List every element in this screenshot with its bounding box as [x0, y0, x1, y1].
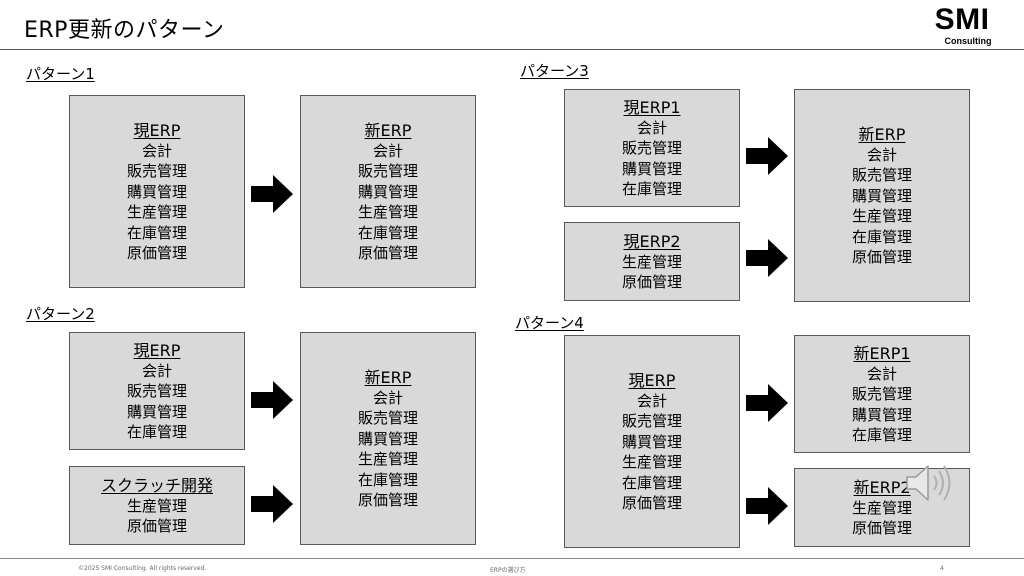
- pattern2-scratch-dev-box: スクラッチ開発 生産管理 原価管理: [69, 466, 245, 545]
- box-item: 販売管理: [357, 409, 418, 427]
- slide-title: ERP更新のパターン: [24, 18, 225, 43]
- box-heading: 現ERP: [628, 370, 676, 390]
- box-heading: 現ERP2: [623, 231, 681, 251]
- pattern3-new-erp-box: 新ERP 会計 販売管理 購買管理 生産管理 在庫管理 原価管理: [794, 89, 970, 302]
- pattern2-current-erp-box: 現ERP 会計 販売管理 購買管理 在庫管理: [69, 332, 245, 450]
- box-item: 購買管理: [851, 405, 912, 424]
- box-item: 在庫管理: [357, 470, 418, 489]
- box-item: 販売管理: [126, 162, 187, 180]
- pattern3-current-erp2-box: 現ERP2 生産管理 原価管理: [564, 222, 740, 301]
- box-item: 在庫管理: [357, 223, 418, 242]
- pattern1-label: パターン1: [26, 65, 95, 83]
- box-item: 販売管理: [621, 139, 682, 157]
- box-item: 生産管理: [851, 498, 912, 517]
- logo-main-text: SMI: [934, 3, 990, 36]
- speaker-icon[interactable]: [904, 460, 956, 506]
- box-item: 会計: [866, 364, 897, 383]
- header-divider: [0, 49, 1024, 50]
- box-item: 生産管理: [126, 203, 187, 221]
- right-arrow-icon: [746, 239, 788, 277]
- box-item: 会計: [636, 118, 667, 137]
- box-item: 会計: [636, 391, 667, 410]
- box-item: 在庫管理: [851, 426, 912, 444]
- box-heading: 現ERP: [133, 340, 181, 360]
- pattern3-current-erp1-box: 現ERP1 会計 販売管理 購買管理 在庫管理: [564, 89, 740, 207]
- pattern1-current-erp-box: 現ERP 会計 販売管理 購買管理 生産管理 在庫管理 原価管理: [69, 95, 245, 288]
- box-item: 生産管理: [851, 207, 912, 225]
- right-arrow-icon: [251, 381, 293, 419]
- box-item: 購買管理: [621, 432, 682, 451]
- box-item: 原価管理: [621, 273, 682, 291]
- box-item: 在庫管理: [621, 180, 682, 198]
- box-item: 会計: [141, 361, 172, 380]
- box-item: 生産管理: [621, 252, 682, 271]
- pattern1-new-erp-box: 新ERP 会計 販売管理 購買管理 生産管理 在庫管理 原価管理: [300, 95, 476, 288]
- box-item: 生産管理: [126, 496, 187, 515]
- box-item: 在庫管理: [851, 227, 912, 246]
- company-logo: SMI Consulting: [922, 3, 1002, 47]
- box-item: 購買管理: [621, 159, 682, 178]
- pattern3-label: パターン3: [520, 62, 589, 80]
- right-arrow-icon: [251, 175, 293, 213]
- box-heading: 新ERP: [364, 120, 412, 140]
- box-item: 原価管理: [851, 519, 912, 537]
- box-heading: スクラッチ開発: [100, 475, 213, 495]
- footer-page-number: 4: [940, 565, 944, 572]
- pattern4-new-erp1-box: 新ERP1 会計 販売管理 購買管理 在庫管理: [794, 335, 970, 453]
- box-item: 会計: [141, 141, 172, 160]
- box-item: 生産管理: [357, 450, 418, 468]
- box-item: 販売管理: [126, 382, 187, 400]
- box-item: 生産管理: [357, 203, 418, 221]
- box-item: 購買管理: [851, 186, 912, 205]
- box-heading: 新ERP: [858, 124, 906, 144]
- box-item: 購買管理: [357, 182, 418, 201]
- box-heading: 現ERP: [133, 120, 181, 140]
- box-item: 原価管理: [357, 244, 418, 262]
- box-heading: 新ERP2: [853, 477, 911, 497]
- box-item: 会計: [372, 388, 403, 407]
- box-item: 原価管理: [126, 244, 187, 262]
- pattern4-current-erp-box: 現ERP 会計 販売管理 購買管理 生産管理 在庫管理 原価管理: [564, 335, 740, 548]
- box-item: 購買管理: [357, 429, 418, 448]
- box-item: 販売管理: [851, 166, 912, 184]
- footer-center-text: ERPの選び方: [490, 567, 526, 574]
- box-item: 原価管理: [357, 491, 418, 509]
- pattern4-label: パターン4: [515, 314, 584, 332]
- box-item: 販売管理: [357, 162, 418, 180]
- box-item: 原価管理: [621, 494, 682, 512]
- footer-copyright: ©2025 SMI Consulting. All rights reserve…: [78, 565, 207, 572]
- box-item: 原価管理: [851, 248, 912, 266]
- box-heading: 新ERP1: [853, 343, 911, 363]
- box-item: 在庫管理: [126, 423, 187, 441]
- pattern4-new-erp2-box: 新ERP2 生産管理 原価管理: [794, 468, 970, 547]
- right-arrow-icon: [746, 487, 788, 525]
- box-item: 在庫管理: [126, 223, 187, 242]
- right-arrow-icon: [746, 384, 788, 422]
- pattern2-label: パターン2: [26, 305, 95, 323]
- box-item: 会計: [372, 141, 403, 160]
- logo-sub-text: Consulting: [944, 36, 992, 46]
- box-item: 生産管理: [621, 453, 682, 471]
- right-arrow-icon: [251, 485, 293, 523]
- box-item: 販売管理: [851, 385, 912, 403]
- box-heading: 現ERP1: [623, 97, 681, 117]
- box-item: 購買管理: [126, 402, 187, 421]
- box-item: 購買管理: [126, 182, 187, 201]
- box-item: 在庫管理: [621, 473, 682, 492]
- box-item: 原価管理: [126, 517, 187, 535]
- pattern2-new-erp-box: 新ERP 会計 販売管理 購買管理 生産管理 在庫管理 原価管理: [300, 332, 476, 545]
- right-arrow-icon: [746, 137, 788, 175]
- box-item: 販売管理: [621, 412, 682, 430]
- footer-divider: [0, 558, 1024, 559]
- box-item: 会計: [866, 145, 897, 164]
- box-heading: 新ERP: [364, 367, 412, 387]
